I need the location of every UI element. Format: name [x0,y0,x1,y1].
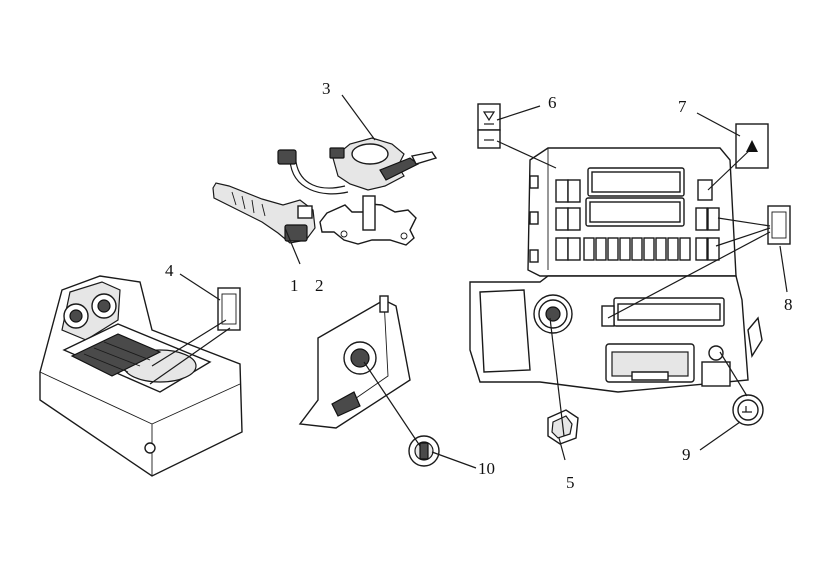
cigarette-lighter-icon [742,406,752,413]
rocker-switch-8 [767,205,791,245]
callout-9: 9 [682,445,691,464]
leader-lines [149,94,788,469]
callout-3: 3 [322,79,331,98]
hazard-switch [735,123,769,169]
floor-console [39,275,243,477]
warning-triangle-icon [746,140,758,152]
cigarette-lighter [732,394,764,426]
callout-8: 8 [784,295,793,314]
callout-10: 10 [478,459,495,478]
lower-dash-bezel [469,275,763,393]
rotary-light-switch [408,435,440,467]
switch-6 [477,103,501,149]
console-switch-4 [217,287,241,331]
combination-switch-assembly [212,137,438,246]
callout-7: 7 [678,97,687,116]
callout-5: 5 [566,473,575,492]
lower-switch-panel [298,295,411,429]
callout-4: 4 [165,261,174,280]
center-instrument-panel [527,147,737,277]
callout-6: 6 [548,93,557,112]
lamp-symbol-icon [482,111,496,125]
callout-2: 2 [315,276,324,295]
callout-numbers: 1 2 3 4 5 6 7 8 9 10 [165,79,793,492]
callout-1: 1 [290,276,299,295]
